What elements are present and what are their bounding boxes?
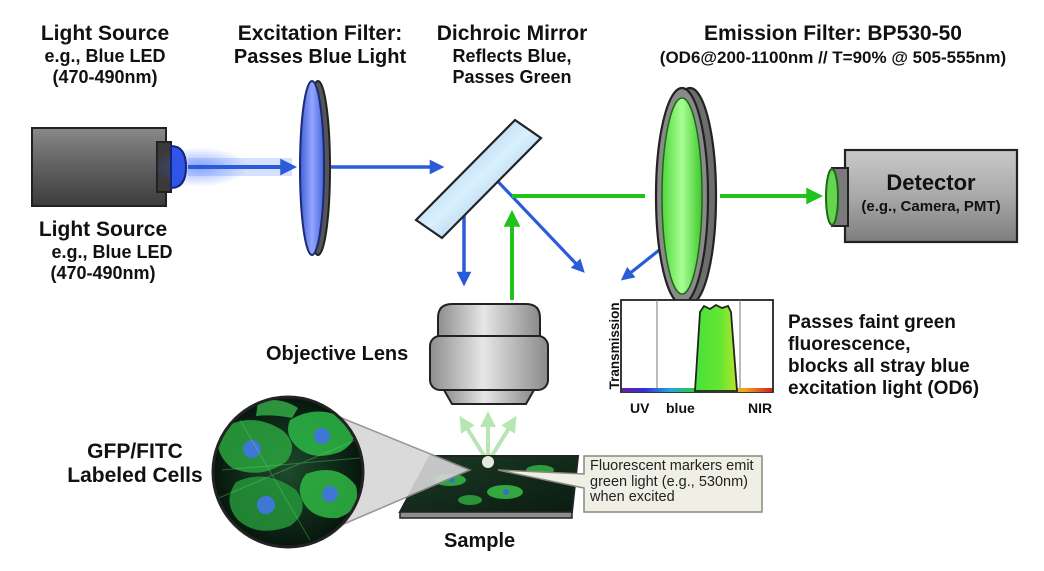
dichroic-mirror-plate: [416, 120, 541, 238]
spectrum-tick-blue-text: blue: [666, 400, 695, 416]
detector-title: Detector: [845, 170, 1017, 196]
spectrum-tick-uv-text: UV: [630, 400, 649, 416]
spectrum-tick-uv: UV: [630, 400, 649, 416]
emission-filter-spec: (OD6@200-1100nm // T=90% @ 505-555nm): [628, 48, 1038, 68]
detector-subtitle: (e.g., Camera, PMT): [845, 198, 1017, 215]
passband-curve: [695, 305, 737, 391]
spectrum-tick-nir-text: NIR: [748, 400, 772, 416]
dichroic-mirror-title: Dichroic Mirror: [432, 22, 592, 46]
spectrum-tick-nir: NIR: [748, 400, 772, 416]
callout-line3: when excited: [590, 490, 756, 506]
cells-label: GFP/FITC Labeled Cells: [60, 440, 210, 489]
light-source-bottom-range: (470-490nm): [28, 263, 178, 284]
excitation-filter-subtitle: Passes Blue Light: [226, 46, 414, 69]
cells-line2: Labeled Cells: [60, 464, 210, 488]
callout-text: Fluorescent markers emit green light (e.…: [584, 456, 762, 512]
spectrum-ylabel: Transmission: [607, 291, 623, 401]
light-source-bottom-label: Light Source e.g., Blue LED (470-490nm): [28, 218, 178, 284]
spectrum-ylabel-text: Transmission: [607, 302, 622, 389]
callout-line2: green light (e.g., 530nm): [590, 475, 756, 491]
cells-line1: GFP/FITC: [60, 440, 210, 464]
emission-filter-label: Emission Filter: BP530-50 (OD6@200-1100n…: [628, 22, 1038, 68]
excitation-filter-title: Excitation Filter:: [226, 22, 414, 46]
spectrum-note-line2: fluorescence,: [788, 334, 979, 356]
sample-label: Sample: [444, 530, 515, 553]
light-source-top-example: e.g., Blue LED: [30, 46, 180, 67]
emission-filter-title: Emission Filter: BP530-50: [628, 22, 1038, 46]
dichroic-mirror-passes: Passes Green: [432, 67, 592, 88]
objective-lens: [430, 304, 548, 404]
objective-lens-label: Objective Lens: [266, 343, 408, 366]
spectrum-note: Passes faint green fluorescence, blocks …: [788, 312, 979, 400]
detector-label: Detector (e.g., Camera, PMT): [845, 170, 1017, 215]
light-source-top-title: Light Source: [30, 22, 180, 46]
light-source-bottom-example: e.g., Blue LED: [28, 242, 178, 263]
excitation-filter-label: Excitation Filter: Passes Blue Light: [226, 22, 414, 70]
light-source-bottom-title: Light Source: [28, 218, 178, 242]
spectrum-tick-blue: blue: [666, 400, 695, 416]
spectrum-note-line1: Passes faint green: [788, 312, 979, 334]
spectrum-note-line4: excitation light (OD6): [788, 378, 979, 400]
light-source-top-label: Light Source e.g., Blue LED (470-490nm): [30, 22, 180, 88]
dichroic-mirror-label: Dichroic Mirror Reflects Blue, Passes Gr…: [432, 22, 592, 88]
spectrum-note-line3: blocks all stray blue: [788, 356, 979, 378]
sample-text: Sample: [444, 530, 515, 552]
excitation-filter-disc: [300, 81, 330, 255]
emission-filter-disc: [656, 88, 716, 304]
light-source-top-range: (470-490nm): [30, 67, 180, 88]
objective-lens-text: Objective Lens: [266, 343, 408, 365]
callout-line1: Fluorescent markers emit: [590, 459, 756, 475]
spectrum-plot: [621, 300, 773, 392]
dichroic-mirror-reflects: Reflects Blue,: [432, 46, 592, 67]
cell-magnifier: [213, 397, 363, 547]
